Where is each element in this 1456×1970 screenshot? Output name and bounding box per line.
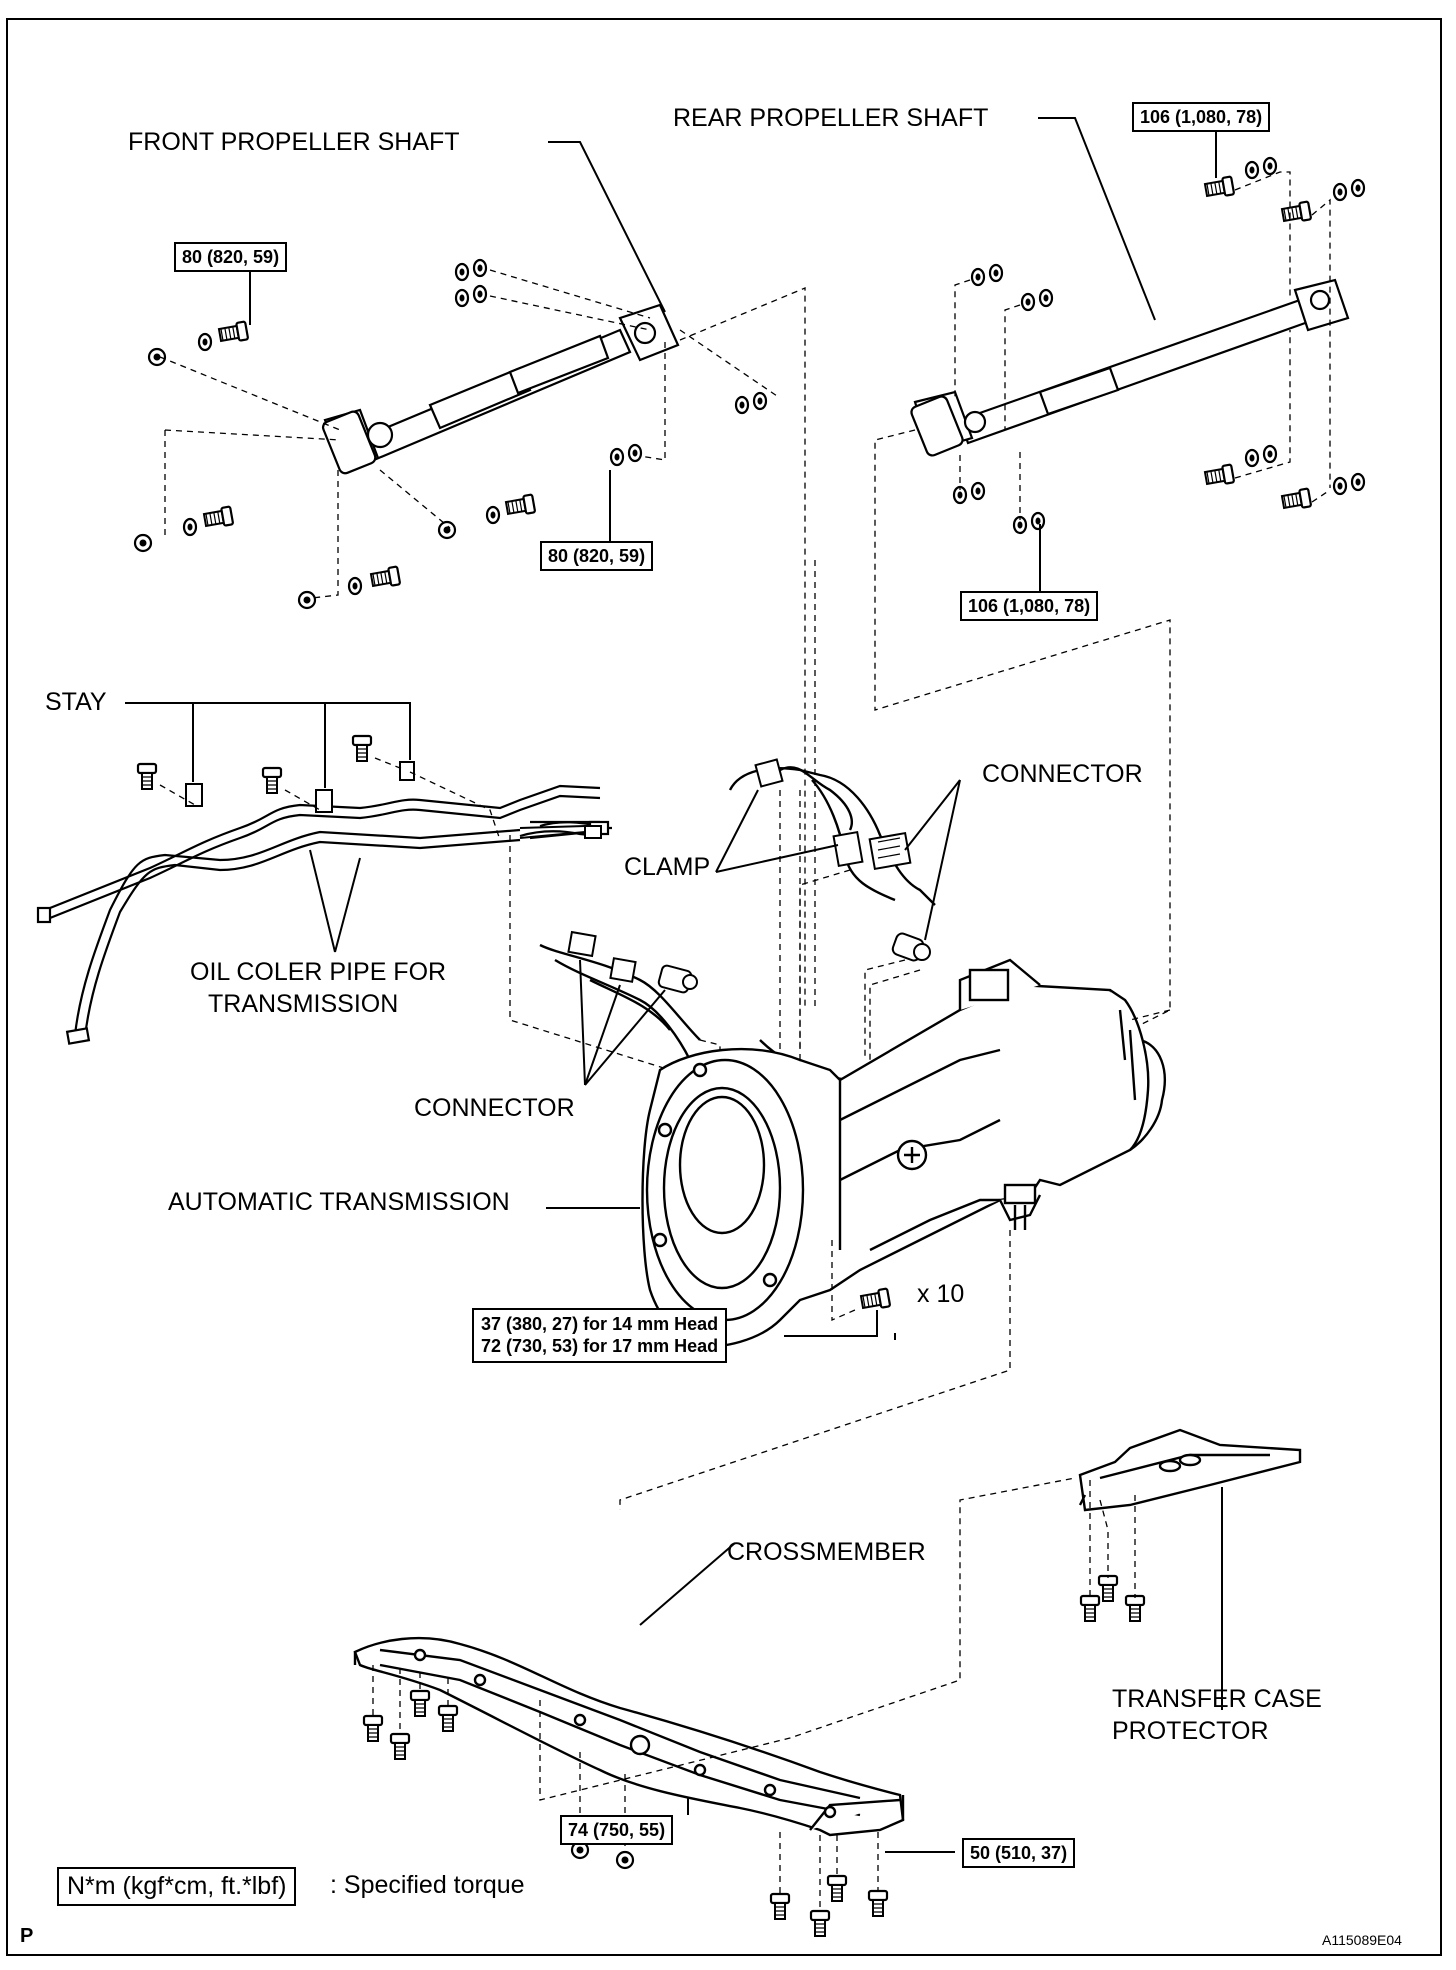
torque-box-crossmember: 74 (750, 55) (560, 1815, 674, 1845)
torque-box-front-bottom: 80 (820, 59) (540, 541, 654, 571)
stay-guides (159, 757, 671, 1071)
oil-cooler-pipe-fitting (519, 825, 602, 839)
stay-label: STAY (45, 688, 107, 716)
page-mark: P (20, 1925, 34, 1947)
connector-leaders (579, 779, 961, 1086)
front-propeller-shaft (321, 303, 680, 475)
connectors-bottom (567, 930, 698, 994)
rear-propeller-shaft-label: REAR PROPELLER SHAFT (673, 104, 989, 132)
stay-leaders (125, 702, 411, 788)
crossmember-guides (372, 1477, 1076, 1912)
front-propeller-shaft-label: FRONT PROPELLER SHAFT (128, 128, 460, 156)
clamp-label: CLAMP (624, 853, 711, 881)
transmission-bolts (859, 1287, 892, 1312)
transmission-guides (619, 1009, 1171, 1510)
torque-transmission-line2: 72 (730, 53) for 17 mm Head (481, 1335, 719, 1356)
torque-box-front-top: 80 (820, 59) (174, 242, 288, 272)
automatic-transmission (641, 958, 1166, 1348)
legend-unit-box: N*m (kgf*cm, ft.*lbf) (57, 1867, 297, 1906)
torque-box-crossmember-bolt: 50 (510, 37) (962, 1838, 1076, 1868)
connector-bottom-label: CONNECTOR (414, 1094, 575, 1122)
torque-box-rear-bottom: 106 (1,080, 78) (960, 591, 1099, 621)
transfer-case-protector-label-line2: PROTECTOR (1112, 1717, 1269, 1745)
oil-cooler-pipe-label-line1: OIL COLER PIPE FOR (190, 958, 447, 986)
transfer-guides (1089, 1480, 1136, 1598)
oil-cooler-pipe-label-line2: TRANSMISSION (208, 990, 399, 1018)
rear-shaft-guides (874, 171, 1331, 1046)
rear-propeller-shaft (910, 278, 1350, 457)
torque-leaders (249, 117, 1223, 1853)
legend-text: : Specified torque (330, 1871, 525, 1899)
connectors-top (754, 758, 931, 962)
stay-bolts (136, 734, 373, 795)
crossmember-label: CROSSMEMBER (727, 1538, 926, 1566)
automatic-transmission-label: AUTOMATIC TRANSMISSION (168, 1188, 510, 1216)
bolt-count-label: x 10 (917, 1280, 965, 1308)
crossmember-part (353, 1636, 905, 1837)
rear-shaft-fasteners (952, 156, 1366, 535)
torque-transmission-line1: 37 (380, 27) for 14 mm Head (481, 1314, 719, 1334)
transfer-case-protector (1078, 1428, 1302, 1512)
transfer-case-protector-label-line1: TRANSFER CASE (1112, 1685, 1322, 1713)
harness-guides (699, 790, 921, 1060)
figure-id: A115089E04 (1322, 1932, 1402, 1948)
torque-box-transmission: 37 (380, 27) for 14 mm Head 72 (730, 53)… (472, 1308, 728, 1364)
torque-box-rear-top: 106 (1,080, 78) (1132, 102, 1271, 132)
connector-top-label: CONNECTOR (982, 760, 1143, 788)
front-shaft-fasteners (133, 258, 768, 610)
diagram-frame (6, 18, 1442, 1956)
stays (185, 761, 415, 813)
oil-pipe-leaders (309, 849, 361, 953)
